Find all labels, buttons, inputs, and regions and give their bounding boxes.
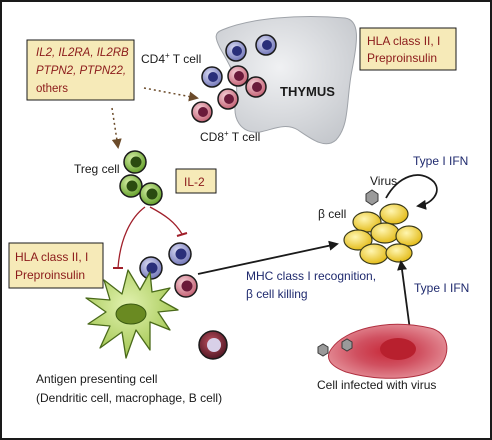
virus-particle — [341, 338, 353, 352]
infected-cell — [328, 323, 448, 379]
cd8-t-cell — [174, 274, 198, 298]
beta-cell-label: β cell — [318, 207, 346, 221]
cd4-t-cell — [201, 66, 223, 88]
genes-to-treg-arrow — [111, 107, 122, 149]
genes-line-2: PTPN2, PTPN22, — [36, 65, 126, 77]
virus-particle — [365, 189, 379, 206]
cd8-t-cell — [191, 101, 213, 123]
hla-top-box: HLA class II, I Preproinsulin — [359, 27, 457, 71]
cd4-t-cell — [139, 256, 163, 280]
infected-cell-label: Cell infected with virus — [317, 378, 436, 392]
treg-label: Treg cell — [74, 162, 120, 176]
genes-line-1: IL2, IL2RA, IL2RB — [36, 47, 129, 59]
tcell-to-beta-arrow — [197, 240, 339, 275]
ifn-right-label: Type I IFN — [414, 281, 469, 295]
cd4-t-cell — [225, 40, 247, 62]
mhc-label-line-1: MHC class I recognition, — [246, 269, 376, 283]
apc-t-cells — [139, 242, 198, 298]
hla-left-line-1: HLA class II, I — [15, 250, 88, 264]
il2-box: IL-2 — [175, 168, 217, 194]
cd4-label: CD4+ T cell — [141, 51, 201, 66]
il2-label: IL-2 — [184, 175, 205, 189]
cd4-t-cell — [255, 34, 277, 56]
treg-cell — [139, 182, 163, 206]
treg-cell — [119, 174, 143, 198]
mhc-label-line-2: β cell killing — [246, 287, 308, 301]
infected-to-beta-arrow — [397, 260, 411, 331]
cd8-t-cell — [217, 88, 239, 110]
genes-to-thymus-arrow — [143, 87, 199, 102]
hla-top-line-2: Preproinsulin — [367, 51, 437, 65]
virus-particle — [317, 343, 329, 357]
genes-line-3: others — [36, 83, 68, 95]
beta-cell-cluster — [343, 203, 423, 265]
cd4-t-cell — [168, 242, 192, 266]
cd8-t-cell — [227, 65, 249, 87]
hla-top-line-1: HLA class II, I — [367, 34, 440, 48]
thymus-t-cells — [191, 34, 277, 123]
cd8-label: CD8+ T cell — [200, 129, 260, 144]
treg-cell-cluster — [119, 150, 163, 206]
cd8-t-cell — [245, 76, 267, 98]
thymus-label: THYMUS — [280, 84, 335, 99]
treg-inhibit-tcells — [149, 206, 183, 235]
ifn-autocrine-arrow — [385, 174, 438, 210]
antigen-presenting-cell — [85, 269, 179, 359]
treg-cell — [123, 150, 147, 174]
virus-label: Virus — [370, 174, 397, 188]
macrophage-cell — [198, 330, 228, 360]
treg-inhibit-tcells-bar — [176, 232, 188, 237]
treg-inhibit-apc — [117, 206, 146, 269]
thymus-shape — [215, 16, 357, 145]
ifn-top-label: Type I IFN — [413, 154, 468, 168]
apc-label-line-2: (Dendritic cell, macrophage, B cell) — [36, 391, 222, 405]
hla-left-box: HLA class II, I Preproinsulin — [8, 242, 104, 289]
hla-left-line-2: Preproinsulin — [15, 268, 85, 282]
genes-box: IL2, IL2RA, IL2RB PTPN2, PTPN22, others — [26, 39, 135, 101]
apc-label-line-1: Antigen presenting cell — [36, 372, 157, 386]
